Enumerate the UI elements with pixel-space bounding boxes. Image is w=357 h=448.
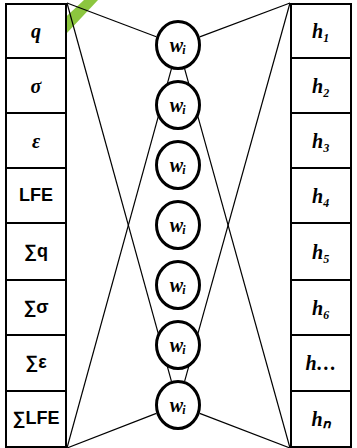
- weight-label: wᵢ: [170, 274, 187, 296]
- connection-line: [200, 413, 290, 448]
- variable-label: h…: [305, 352, 336, 374]
- weight-label: wᵢ: [170, 394, 187, 416]
- weight-label: wᵢ: [170, 94, 187, 116]
- input-cell: ∑q: [5, 222, 67, 281]
- input-cell: ∑LFE: [5, 390, 67, 448]
- variable-label: ∑σ: [23, 298, 48, 318]
- weight-node: wᵢ: [155, 20, 201, 70]
- variable-label: h₂: [312, 75, 330, 97]
- weight-label: wᵢ: [170, 154, 187, 176]
- circle-shape: [157, 82, 200, 129]
- connection-line: [67, 3, 156, 37]
- weight-node: wᵢ: [155, 260, 201, 310]
- variable-label: hₙ: [311, 408, 330, 430]
- connection-line: [185, 3, 290, 381]
- weight-node: wᵢ: [155, 140, 201, 190]
- circle-shape: [157, 22, 200, 69]
- circle-shape: [157, 202, 200, 249]
- connection-line: [67, 69, 171, 448]
- hidden-cell: h₅: [290, 222, 352, 281]
- input-cell: ∑σ: [5, 279, 67, 336]
- hidden-cell: h₁: [290, 3, 352, 59]
- weight-label: wᵢ: [170, 214, 187, 236]
- circle-shape: [157, 142, 200, 189]
- weight-node: wᵢ: [155, 200, 201, 250]
- variable-label: LFE: [19, 186, 53, 206]
- variable-label: h₅: [312, 241, 330, 263]
- hidden-cell: h…: [290, 334, 352, 392]
- connection-line: [67, 3, 171, 381]
- connection-line: [200, 3, 290, 37]
- weight-label: wᵢ: [170, 34, 187, 56]
- variable-label: σ: [31, 75, 42, 97]
- variable-label: h₆: [312, 297, 330, 319]
- variable-label: ∑ε: [25, 353, 46, 373]
- variable-label: ∑q: [24, 242, 48, 262]
- connection-line: [185, 69, 290, 448]
- variable-label: q: [31, 20, 41, 42]
- input-cell: LFE: [5, 167, 67, 224]
- input-cell: ε: [5, 112, 67, 169]
- hidden-cell: hₙ: [290, 390, 352, 448]
- weight-label: wᵢ: [170, 334, 187, 356]
- circle-shape: [157, 322, 200, 369]
- input-cell: q: [5, 3, 67, 59]
- circle-shape: [157, 262, 200, 309]
- hidden-cell: h₂: [290, 57, 352, 114]
- variable-label: h₃: [312, 130, 330, 152]
- input-cell: σ: [5, 57, 67, 114]
- hidden-cell: h₆: [290, 279, 352, 336]
- hidden-cell: h₄: [290, 167, 352, 224]
- variable-label: h₁: [312, 20, 330, 42]
- variable-label: ε: [32, 130, 40, 152]
- input-cell: ∑ε: [5, 334, 67, 392]
- weight-node: wᵢ: [155, 320, 201, 370]
- connection-line: [67, 413, 156, 448]
- variable-label: ∑LFE: [13, 409, 60, 429]
- weight-node: wᵢ: [155, 80, 201, 130]
- hidden-cell: h₃: [290, 112, 352, 169]
- weight-node: wᵢ: [155, 380, 201, 430]
- variable-label: h₄: [312, 185, 330, 207]
- circle-shape: [157, 382, 200, 429]
